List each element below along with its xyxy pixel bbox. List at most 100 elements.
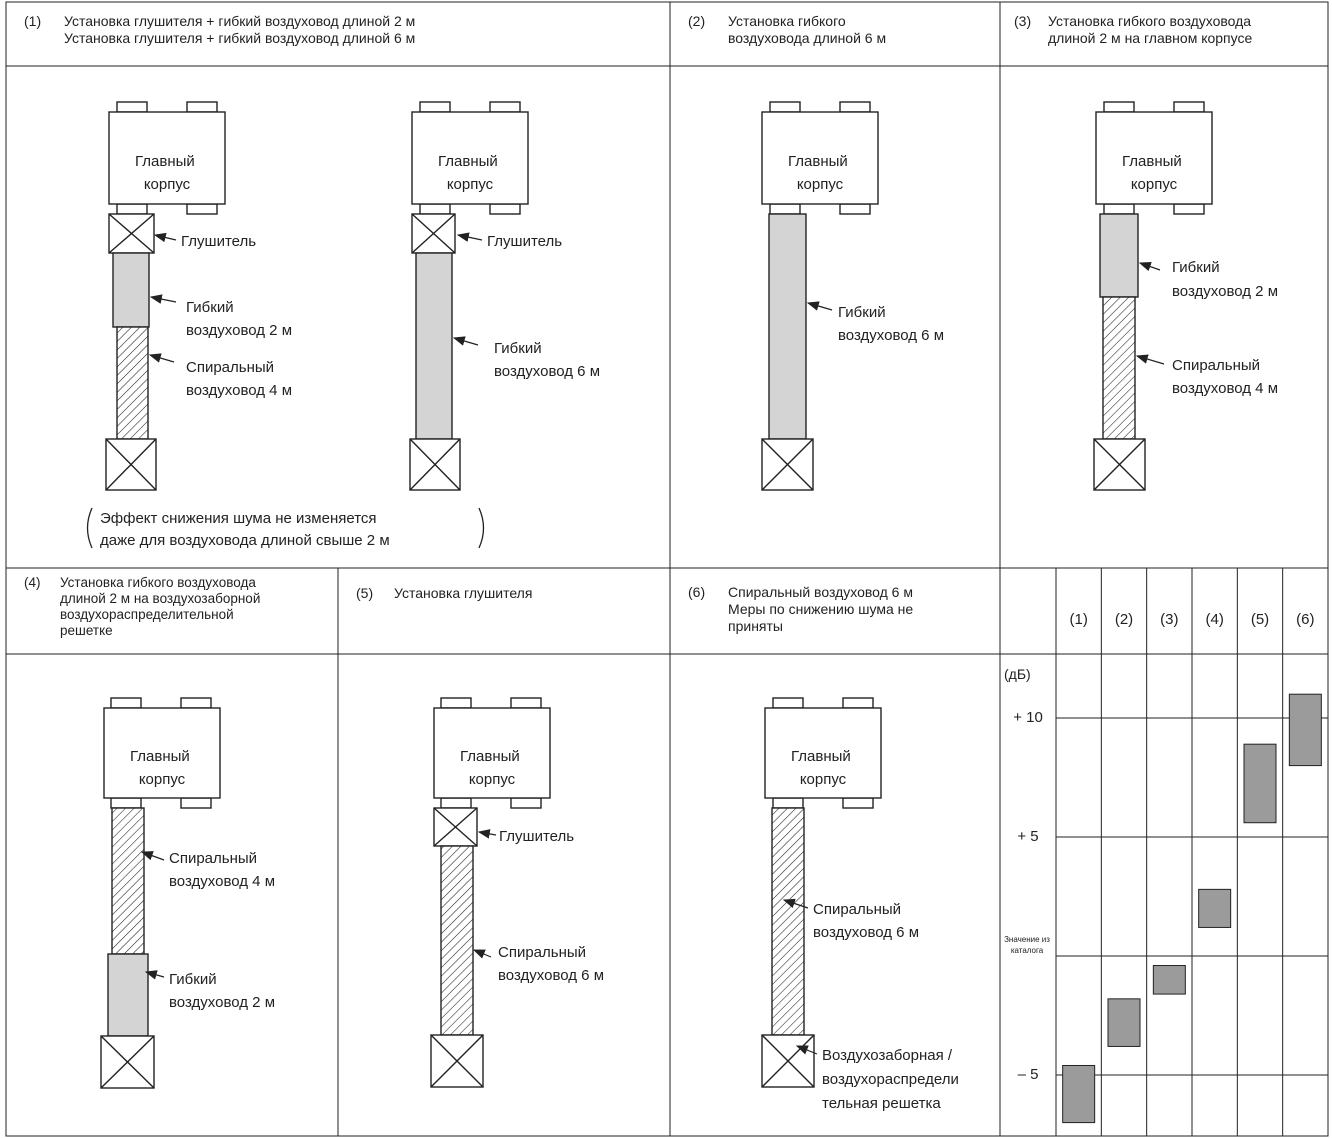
chart-range-bar — [1152, 965, 1186, 995]
panel-title: Установка гибкого воздуховода — [60, 575, 256, 590]
flex-duct — [768, 213, 807, 440]
main-body — [433, 697, 551, 809]
grille-box — [761, 438, 814, 491]
main-body-label: Главный корпус — [791, 748, 855, 788]
chart-range-bar — [1288, 693, 1322, 767]
main-body-label: Главный корпус — [460, 748, 524, 788]
panel-1-note: Эффект снижения шума не изменяется даже … — [86, 507, 485, 549]
spiral-duct-label: Спиральный воздуховод 4 м — [186, 359, 292, 399]
main-body — [103, 697, 221, 809]
panel-number: (2) — [688, 13, 706, 29]
chart-unit-label: (дБ) — [1004, 666, 1031, 682]
flex-duct-label: Гибкий воздуховод 2 м — [1172, 259, 1278, 300]
spiral-duct-label: Спиральный воздуховод 6 м — [813, 901, 919, 941]
chart-category-label: (6) — [1296, 611, 1314, 628]
silencer-box — [433, 807, 478, 847]
panel-number: (1) — [24, 13, 42, 29]
main-body — [1095, 101, 1213, 215]
panel-title: Спиральный воздуховод 6 м — [728, 584, 913, 600]
main-body — [108, 101, 226, 215]
panel-2-diagram: Главный корпус Гибкий воздуховод 6 м — [761, 101, 944, 491]
main-body — [411, 101, 529, 215]
main-body-label: Главный корпус — [135, 153, 199, 193]
panel-title: воздуховода длиной 6 м — [728, 30, 887, 46]
silencer-label: Глушитель — [181, 233, 256, 250]
grille-box — [430, 1034, 484, 1088]
silencer-label: Глушитель — [487, 233, 562, 250]
panel-1-header: (1) Установка глушителя + гибкий воздухо… — [24, 13, 664, 57]
spiral-duct — [116, 326, 149, 440]
panel-title: длиной 2 м на главном корпусе — [1048, 30, 1253, 46]
flex-duct — [415, 252, 453, 440]
main-body-label: Главный корпус — [438, 153, 502, 193]
flex-duct — [1099, 213, 1139, 298]
main-body-label: Главный корпус — [1122, 153, 1186, 193]
panel-title: воздухораспределительной — [60, 607, 234, 622]
panel-title: длиной 2 м на воздухозаборной — [60, 591, 261, 606]
svg-text:Эффект снижения шума не изменя: Эффект снижения шума не изменяется даже … — [100, 510, 390, 549]
noise-chart: (1) (2) (3) (4) (5) (6) (дБ) + 10 + 5 Значение из… — [1000, 568, 1329, 1136]
panel-title: Установка глушителя — [394, 585, 533, 601]
spiral-duct — [771, 807, 805, 1036]
silencer-box — [108, 213, 155, 254]
panel-number: (5) — [356, 585, 374, 601]
chart-range-bar — [1243, 743, 1277, 824]
chart-category-label: (2) — [1115, 611, 1133, 628]
grille-box — [409, 438, 461, 491]
panel-2-header: (2) Установка гибкого воздуховода длиной… — [688, 13, 988, 57]
panel-title: Установка глушителя + гибкий воздуховод … — [64, 30, 416, 46]
grille-box — [1093, 438, 1146, 491]
panel-6-header: (6) Спиральный воздуховод 6 м Меры по сн… — [688, 584, 996, 650]
grille-label: Воздухозаборная / воздухораспредели тель… — [822, 1047, 963, 1112]
grille-box — [761, 1034, 815, 1088]
chart-category-label: (3) — [1160, 611, 1178, 628]
chart-tick-label: – 5 — [1018, 1066, 1039, 1083]
grille-box — [105, 438, 157, 491]
main-body-label: Главный корпус — [788, 153, 852, 193]
flex-duct — [112, 252, 150, 328]
panel-number: (3) — [1014, 13, 1032, 29]
panel-title: Меры по снижению шума не — [728, 601, 914, 617]
spiral-duct — [111, 807, 145, 955]
silencer-box — [411, 213, 456, 254]
panel-1-diagram-left: Главный корпус Глушитель Гибкий воздухов… — [105, 101, 292, 491]
flex-duct-label: Гибкий воздуховод 6 м — [494, 340, 600, 380]
chart-tick-label: + 5 — [1017, 828, 1038, 845]
chart-category-label: (4) — [1205, 611, 1223, 628]
main-body — [761, 101, 879, 215]
flex-duct-label: Гибкий воздуховод 2 м — [186, 299, 292, 339]
chart-category-label: (1) — [1069, 611, 1087, 628]
spiral-duct-label: Спиральный воздуховод 6 м — [498, 944, 604, 984]
spiral-duct — [1102, 296, 1136, 440]
flex-duct-label: Гибкий воздуховод 6 м — [838, 304, 944, 344]
chart-tick-label: + 10 — [1013, 709, 1043, 726]
spiral-duct-label: Спиральный воздуховод 4 м — [169, 850, 275, 890]
panel-4-header: (4) Установка гибкого воздуховода длиной… — [24, 575, 334, 653]
panel-5-header: (5) Установка глушителя — [356, 585, 666, 605]
flex-duct-label: Гибкий воздуховод 2 м — [169, 971, 275, 1011]
table-grid — [5, 1, 1329, 1137]
main-body-label: Главный корпус — [130, 748, 194, 788]
panel-5-diagram: Главный корпус Глушитель Спиральный возд… — [430, 697, 604, 1088]
silencer-label: Глушитель — [499, 828, 574, 845]
panel-3-header: (3) Установка гибкого воздуховода длиной… — [1014, 13, 1326, 57]
spiral-duct — [440, 845, 474, 1036]
chart-range-bar — [1107, 998, 1141, 1047]
chart-range-bar — [1062, 1064, 1096, 1124]
chart-category-label: (5) — [1251, 611, 1269, 628]
panel-number: (6) — [688, 584, 706, 600]
panel-3-diagram: Главный корпус Гибкий воздуховод 2 м Спи… — [1093, 101, 1278, 491]
panel-title: Установка гибкого воздуховода — [1048, 13, 1252, 29]
grille-box — [100, 1035, 155, 1089]
main-body — [764, 697, 882, 809]
panel-title: Установка глушителя + гибкий воздуховод … — [64, 13, 416, 29]
panel-title: Установка гибкого — [728, 13, 846, 29]
panel-4-diagram: Главный корпус Спиральный воздуховод 4 м… — [100, 697, 275, 1089]
panel-1-diagram-right: Главный корпус Глушитель Гибкий воздухов… — [409, 101, 600, 491]
panel-title: приняты — [728, 618, 783, 634]
panel-title: решетке — [60, 623, 113, 638]
panel-number: (4) — [24, 575, 41, 590]
spiral-duct-label: Спиральный воздуховод 4 м — [1172, 357, 1278, 397]
